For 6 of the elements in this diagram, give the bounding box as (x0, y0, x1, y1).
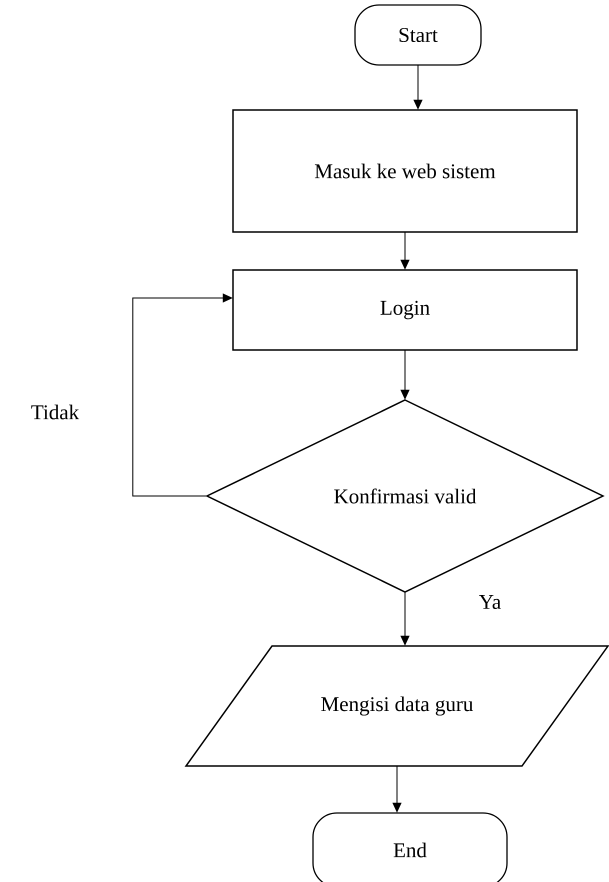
start-terminal: Start (354, 4, 482, 66)
edge-label: Tidak (30, 404, 80, 420)
end-terminal: End (312, 812, 508, 882)
process-box: Masuk ke web sistem (232, 109, 578, 233)
process-box: Login (232, 269, 578, 351)
edge-label: Ya (478, 594, 502, 610)
